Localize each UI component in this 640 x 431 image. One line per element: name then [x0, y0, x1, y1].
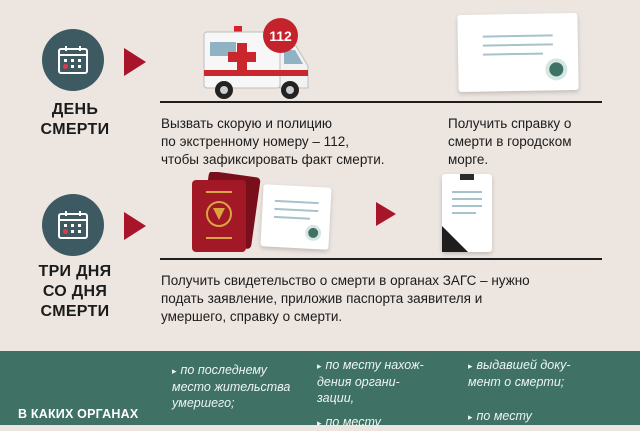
- divider-1: [160, 101, 602, 103]
- section2-label: ТРИ ДНЯ СО ДНЯ СМЕРТИ: [38, 263, 112, 320]
- calendar-icon: [42, 194, 104, 256]
- certificate-icon: [260, 184, 332, 250]
- passport-icon: [186, 171, 264, 254]
- play-arrow-icon: [124, 212, 146, 240]
- ambulance-icon: [196, 20, 316, 105]
- certificate-icon: [457, 12, 579, 93]
- bottom-col1: ▸по последнему место жительства умершего…: [172, 363, 291, 410]
- calendar-icon: [42, 29, 104, 91]
- bottom-heading: В КАКИХ ОРГАНАХ: [18, 407, 139, 421]
- death-certificate-icon: [442, 172, 492, 252]
- section1-left-text: Вызвать скорую и полицию по экстренному …: [161, 116, 385, 167]
- bullet-icon: ▸: [172, 366, 177, 376]
- play-arrow-icon: [376, 202, 396, 226]
- divider-2: [160, 258, 602, 260]
- bullet-icon: ▸: [468, 412, 473, 422]
- bottom-col2: ▸по месту нахож- дения органи- зации, ▸п…: [317, 358, 424, 429]
- bullet-icon: ▸: [317, 361, 322, 371]
- bottom-col3: ▸выдавшей доку- мент о смерти; ▸по месту: [468, 358, 571, 423]
- section1-right-text: Получить справку о смерти в городском мо…: [448, 116, 572, 167]
- emergency-number-badge: 112: [263, 18, 298, 53]
- play-arrow-icon: [124, 48, 146, 76]
- bullet-icon: ▸: [317, 418, 322, 428]
- section1-label: ДЕНЬ СМЕРТИ: [40, 101, 110, 138]
- bottom-panel: В КАКИХ ОРГАНАХ ▸по последнему место жит…: [0, 351, 640, 429]
- section2-text: Получить свидетельство о смерти в органа…: [161, 273, 530, 324]
- bullet-icon: ▸: [468, 361, 473, 371]
